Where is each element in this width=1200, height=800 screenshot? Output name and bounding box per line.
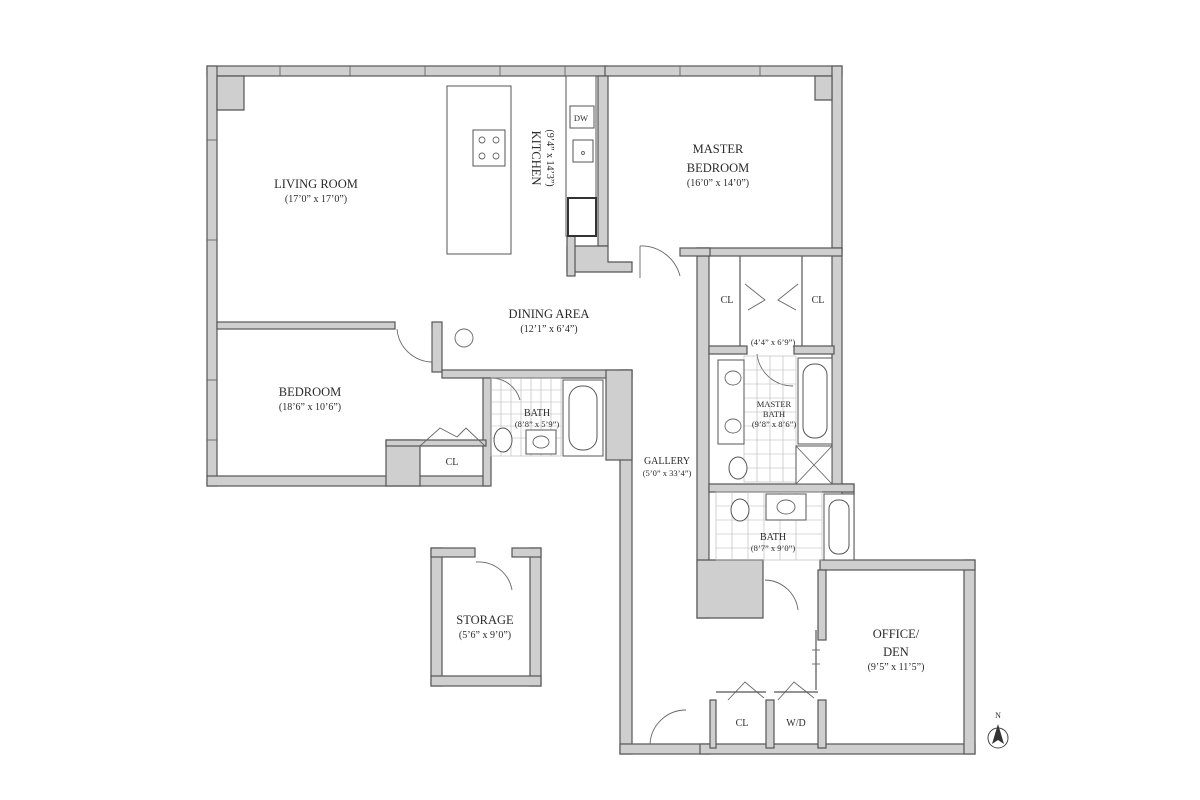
bedroom-label: BEDROOM [279, 385, 342, 399]
doors [396, 245, 820, 745]
cooktop-icon [472, 129, 506, 167]
bath2-fixtures [715, 491, 855, 561]
interior-walls [216, 75, 855, 749]
room-labels: LIVING ROOM (17’0” x 17’0”) KITCHEN (9’4… [274, 113, 924, 729]
sink-icon [765, 493, 807, 521]
kitchen-fixtures [446, 75, 597, 255]
windows [207, 66, 761, 441]
vanity-icon [717, 359, 745, 445]
master-closet-dims: (4’4” x 6’9”) [751, 337, 796, 347]
living-room-label: LIVING ROOM [274, 177, 358, 191]
bedroom-dims: (18’6” x 10’6”) [279, 402, 341, 413]
kitchen-label: KITCHEN [529, 131, 543, 186]
bath2-label: BATH [760, 532, 786, 543]
toilet-icon [730, 498, 750, 522]
storage-unit [430, 547, 542, 687]
master-bath-label-2: BATH [763, 409, 785, 419]
bath-dims: (8’8” x 5’9”) [515, 419, 560, 429]
living-room-dims: (17’0” x 17’0”) [285, 194, 347, 205]
master-bedroom-label-1: MASTER [693, 142, 744, 156]
closet-lines [716, 256, 818, 693]
storage-label: STORAGE [456, 613, 514, 627]
master-closet-right-label: CL [812, 295, 825, 306]
master-bath-dims: (9’8” x 8’6”) [752, 419, 797, 429]
bath-label: BATH [524, 408, 550, 419]
bedroom-closet-label: CL [446, 457, 459, 468]
washer-dryer-label: W/D [786, 718, 805, 729]
compass-label: N [995, 711, 1001, 720]
bath-small-fixtures [490, 377, 604, 457]
master-closet-left-label: CL [721, 295, 734, 306]
column-icon [454, 328, 474, 348]
storage-dims: (5’6” x 9’0”) [459, 630, 511, 641]
office-dims: (9’5” x 11’5”) [868, 662, 925, 673]
kitchen-dims: (9’4” x 14’3”) [544, 129, 555, 186]
master-bedroom-label-2: BEDROOM [687, 161, 750, 175]
gallery-label: GALLERY [644, 456, 690, 467]
office-label-1: OFFICE/ [873, 627, 920, 641]
gallery-closet-label: CL [736, 718, 749, 729]
master-bath-fixtures [717, 355, 833, 485]
office-label-2: DEN [883, 645, 909, 659]
bath2-dims: (8’7” x 9’0”) [751, 543, 796, 553]
dining-area-label: DINING AREA [509, 307, 590, 321]
master-bath-label-1: MASTER [757, 399, 792, 409]
dining-area-dims: (12’1” x 6’4”) [520, 324, 577, 335]
kitchen-island [446, 85, 512, 255]
north-arrow-icon: N [987, 711, 1009, 749]
dishwasher-icon [569, 105, 595, 129]
toilet-icon [728, 456, 748, 480]
dishwasher-label: DW [574, 113, 588, 123]
sink-icon [525, 429, 557, 455]
refrigerator-icon [567, 197, 597, 237]
gallery-dims: (5’0” x 33’4”) [643, 468, 692, 478]
sink-icon [572, 139, 594, 163]
master-bedroom-dims: (16’0” x 14’0”) [687, 178, 749, 189]
toilet-icon [493, 427, 513, 453]
